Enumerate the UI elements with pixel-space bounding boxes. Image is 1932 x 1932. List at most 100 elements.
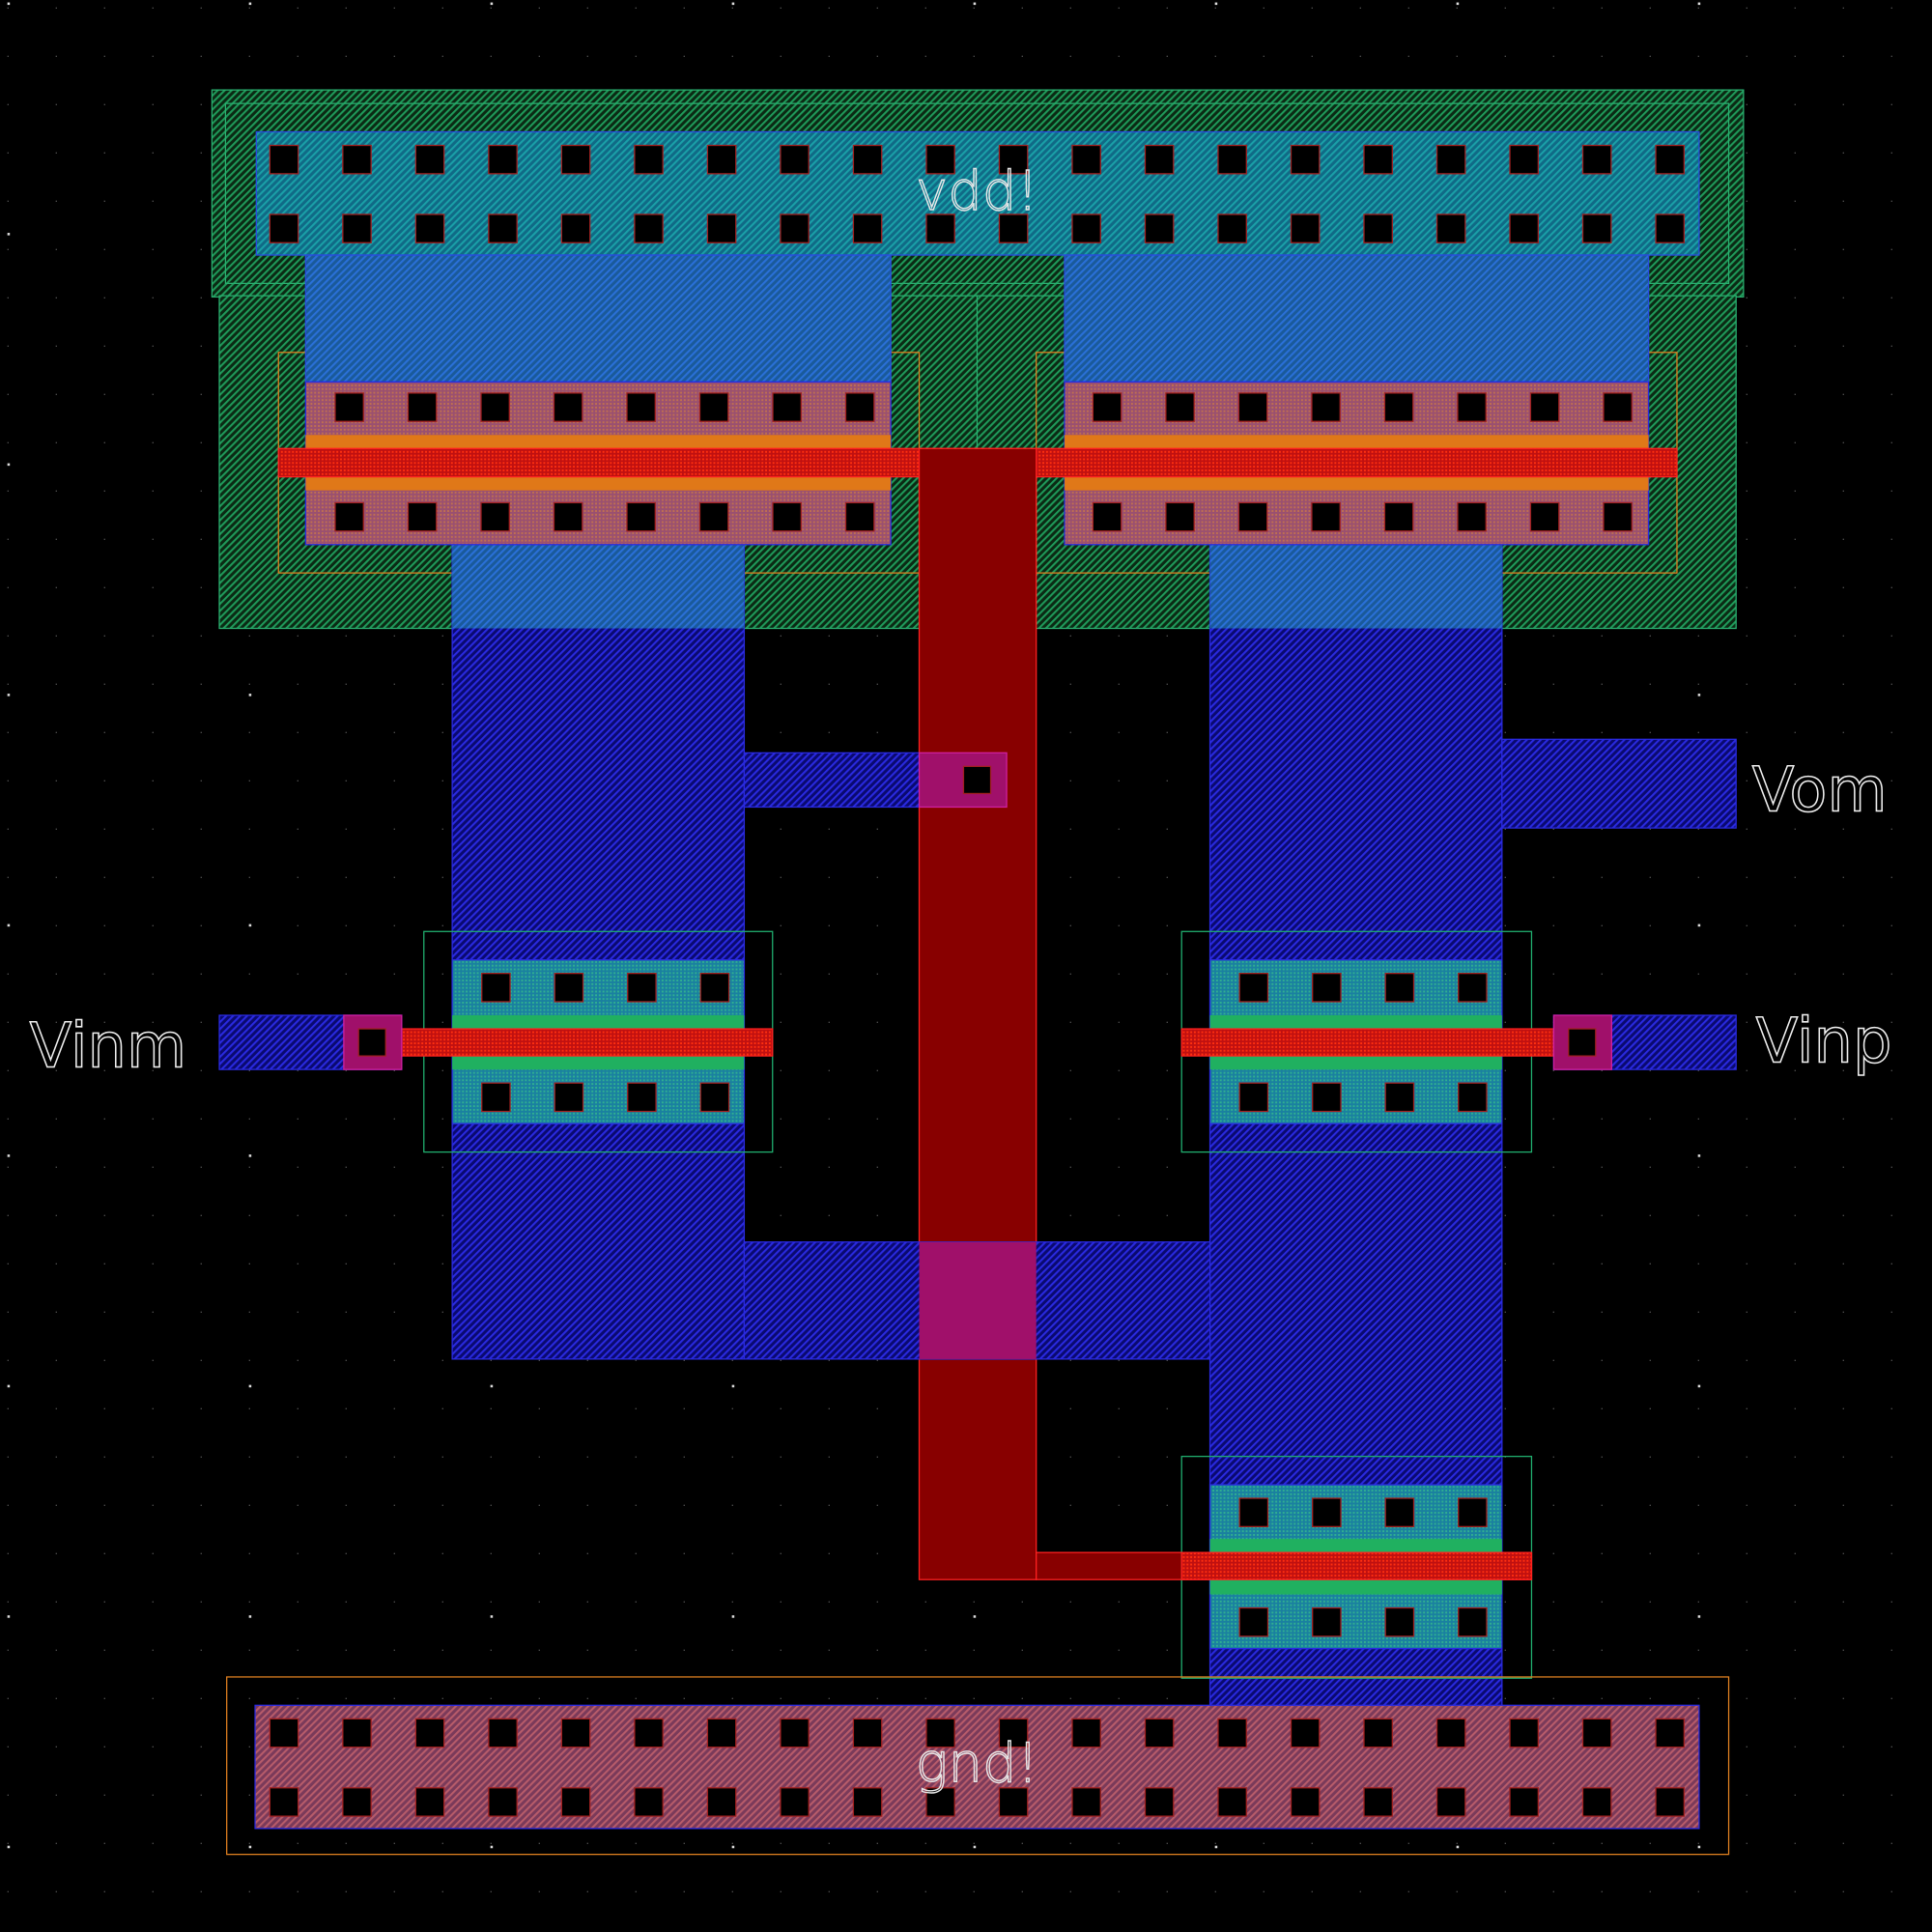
contact bbox=[269, 144, 299, 175]
contact bbox=[1144, 1787, 1175, 1817]
contact bbox=[1458, 973, 1488, 1003]
left-drain-metal[interactable] bbox=[451, 544, 746, 1360]
contact bbox=[780, 1718, 810, 1748]
contact bbox=[1144, 213, 1175, 243]
contact bbox=[1312, 1082, 1342, 1113]
contact bbox=[1217, 1787, 1247, 1817]
contact bbox=[488, 1718, 518, 1748]
vdd-label: vdd! bbox=[916, 160, 1038, 223]
contact bbox=[554, 973, 584, 1003]
contact bbox=[1238, 1606, 1269, 1637]
contact bbox=[269, 213, 299, 243]
contact bbox=[925, 213, 955, 243]
contact bbox=[1237, 501, 1268, 532]
contact bbox=[1144, 1718, 1175, 1748]
contact bbox=[334, 392, 364, 422]
contact bbox=[481, 973, 511, 1003]
contact bbox=[342, 144, 372, 175]
contact bbox=[698, 501, 729, 532]
contact bbox=[706, 1718, 737, 1748]
vinm-label: Vinm bbox=[30, 1011, 186, 1083]
contact bbox=[1509, 213, 1539, 243]
contact bbox=[1581, 1718, 1612, 1748]
contact bbox=[1509, 1787, 1539, 1817]
contact bbox=[852, 1718, 883, 1748]
contact bbox=[1312, 1497, 1342, 1527]
contact bbox=[1458, 1082, 1488, 1113]
contact bbox=[1603, 392, 1633, 422]
contact bbox=[553, 501, 583, 532]
contact bbox=[1384, 1497, 1415, 1527]
contact bbox=[480, 392, 510, 422]
vinp-label: Vinp bbox=[1756, 1006, 1892, 1077]
contact bbox=[699, 973, 730, 1003]
contact bbox=[1655, 213, 1686, 243]
contact bbox=[780, 213, 810, 243]
contact bbox=[852, 1787, 883, 1817]
contact bbox=[407, 501, 438, 532]
vom-pin-metal[interactable] bbox=[1501, 738, 1737, 829]
contact bbox=[706, 1787, 737, 1817]
gate-tap-metal[interactable] bbox=[743, 752, 921, 809]
contact bbox=[269, 1718, 299, 1748]
contact bbox=[1435, 1718, 1466, 1748]
contact bbox=[1581, 213, 1612, 243]
contact bbox=[407, 392, 438, 422]
contact bbox=[706, 213, 737, 243]
contact bbox=[480, 501, 510, 532]
nmos-input-right bbox=[1180, 930, 1555, 1153]
gnd-contacts bbox=[269, 1718, 1686, 1817]
contact bbox=[1311, 392, 1341, 422]
contact bbox=[698, 392, 729, 422]
contact bbox=[1290, 1787, 1321, 1817]
contact bbox=[1092, 501, 1122, 532]
contact bbox=[1581, 1787, 1612, 1817]
vertical-poly[interactable] bbox=[918, 447, 1037, 1580]
contact bbox=[1237, 392, 1268, 422]
contact bbox=[554, 1082, 584, 1113]
contact bbox=[414, 144, 445, 175]
nmos-tail bbox=[1180, 1456, 1533, 1679]
contact bbox=[269, 1787, 299, 1817]
gnd-label: gnd! bbox=[916, 1732, 1038, 1795]
contact bbox=[1217, 1718, 1247, 1748]
pmos-right-source-metal bbox=[1064, 254, 1650, 384]
contact bbox=[634, 144, 664, 175]
contact bbox=[1458, 1497, 1488, 1527]
contact bbox=[1071, 1718, 1101, 1748]
contact bbox=[1165, 501, 1195, 532]
contact bbox=[1363, 1718, 1393, 1748]
contact bbox=[844, 392, 875, 422]
contact bbox=[1509, 144, 1539, 175]
contact bbox=[1363, 1787, 1393, 1817]
contact bbox=[1238, 1082, 1269, 1113]
contact bbox=[1165, 392, 1195, 422]
contact bbox=[772, 392, 802, 422]
contact bbox=[1217, 144, 1247, 175]
contact bbox=[962, 765, 992, 795]
vom-label: Vom bbox=[1752, 754, 1888, 826]
contact bbox=[772, 501, 802, 532]
contact bbox=[706, 144, 737, 175]
nmos-input-left bbox=[401, 930, 774, 1153]
contact bbox=[334, 501, 364, 532]
contact bbox=[998, 213, 1029, 243]
contact bbox=[1217, 213, 1247, 243]
contact bbox=[553, 392, 583, 422]
contact bbox=[1384, 1606, 1415, 1637]
contact bbox=[1383, 501, 1414, 532]
contact bbox=[342, 1787, 372, 1817]
tail-node-via bbox=[919, 1241, 1037, 1359]
contact bbox=[1581, 144, 1612, 175]
contact bbox=[342, 1718, 372, 1748]
contact bbox=[1457, 501, 1487, 532]
pmos-left-source-metal bbox=[304, 254, 892, 384]
contact bbox=[844, 501, 875, 532]
contact bbox=[1312, 1606, 1342, 1637]
contact bbox=[998, 1718, 1029, 1748]
contact bbox=[634, 1787, 664, 1817]
device-contacts bbox=[334, 392, 1633, 1637]
gnd-outline bbox=[226, 1676, 1730, 1856]
contact bbox=[925, 1718, 955, 1748]
contact bbox=[634, 213, 664, 243]
